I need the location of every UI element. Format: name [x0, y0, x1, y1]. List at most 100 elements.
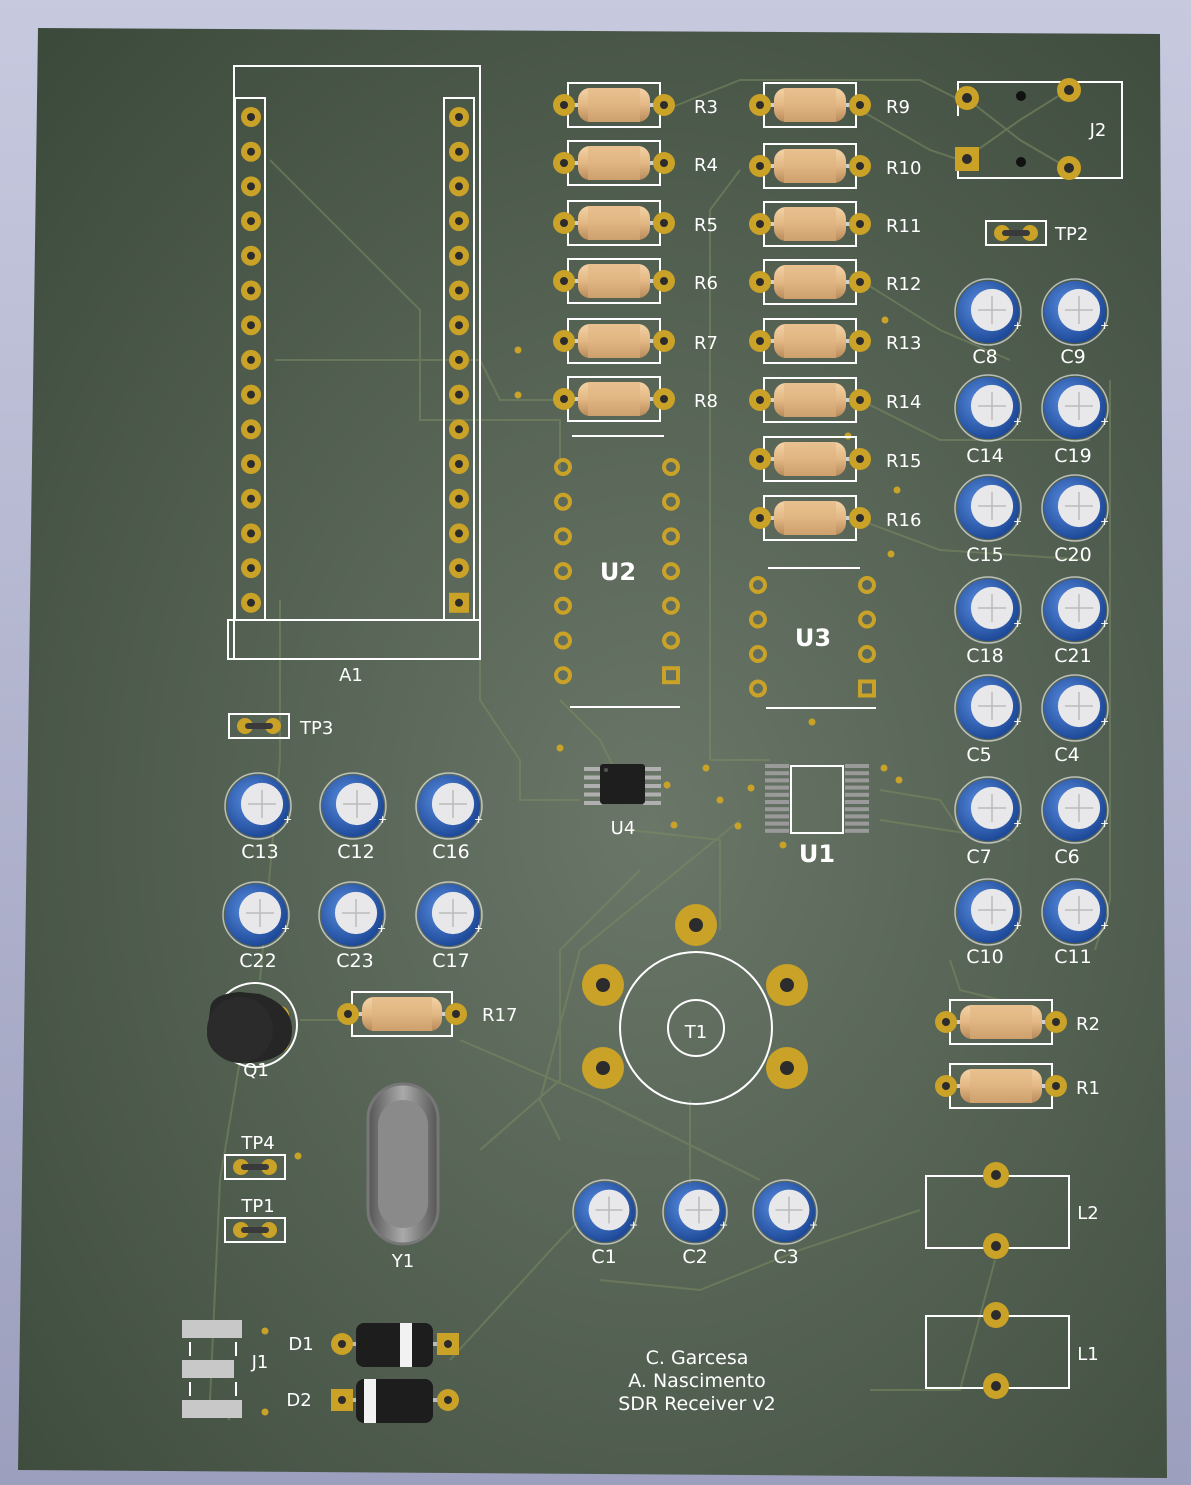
plus-mark: + — [1013, 919, 1022, 932]
label-r17: R17 — [482, 1005, 517, 1026]
capacitor-c20: +C20 — [1041, 474, 1109, 566]
capacitor-c10: + C10 — [954, 878, 1022, 968]
a1-pin — [241, 419, 261, 440]
capacitor-c16: +C16 — [415, 772, 483, 863]
a1-pin — [241, 384, 261, 405]
label-c23: C23 — [336, 950, 373, 972]
capacitor-c14: + C14 — [954, 374, 1022, 467]
label-tp4: TP4 — [240, 1133, 274, 1154]
capacitor-c22: +C22 — [222, 881, 290, 972]
capacitor-c18: +C18 — [954, 576, 1022, 667]
a1-pin — [241, 558, 261, 579]
a1-pin — [449, 211, 469, 232]
resistor-r4: R4 — [553, 140, 718, 186]
label-c12: C12 — [337, 841, 374, 863]
label-c15: C15 — [966, 544, 1003, 566]
ic-u3: U3 — [749, 567, 876, 709]
plus-mark: + — [1013, 715, 1022, 728]
ic-u2: U2 — [554, 435, 680, 708]
resistor-r15: R15 — [749, 436, 921, 482]
resistor-r14: R14 — [749, 377, 921, 423]
a1-pin — [241, 315, 261, 336]
a1-pin — [241, 245, 261, 266]
label-y1: Y1 — [391, 1251, 414, 1272]
a1-pin — [241, 176, 261, 197]
label-r13: R13 — [886, 333, 921, 354]
a1-pin — [241, 349, 261, 370]
credits-text: C. Garcesa A. Nascimento SDR Receiver v2 — [618, 1347, 776, 1415]
label-tp2: TP2 — [1054, 224, 1088, 245]
testpoint-tp4: TP4 — [224, 1133, 286, 1180]
connector-j2: J2 — [955, 78, 1123, 180]
connector-j1: J1 — [182, 1320, 268, 1418]
resistor-r6: R6 — [553, 258, 718, 304]
resistor-r7: R7 — [553, 318, 718, 364]
plus-mark: + — [1013, 415, 1022, 428]
label-c2: C2 — [682, 1246, 707, 1268]
capacitor-c23: +C23 — [318, 881, 386, 972]
plus-mark: + — [1100, 319, 1109, 332]
label-r6: R6 — [694, 273, 718, 294]
label-r8: R8 — [694, 391, 718, 412]
plus-mark: + — [809, 1219, 818, 1232]
label-d2: D2 — [286, 1390, 311, 1411]
credit-line-1: C. Garcesa — [646, 1347, 749, 1369]
resistor-r9: R9 — [749, 82, 910, 128]
inductor-l1: L1 — [925, 1302, 1099, 1399]
a1-pin — [449, 176, 469, 197]
a1-pin — [241, 141, 261, 162]
plus-mark: + — [1013, 617, 1022, 630]
label-tp3: TP3 — [299, 718, 333, 739]
ic-u4: U4 — [584, 764, 661, 839]
label-c10: C10 — [966, 946, 1003, 968]
u2-pins — [554, 458, 680, 685]
vias — [261, 316, 903, 1416]
plus-mark: + — [281, 922, 290, 935]
plus-mark: + — [474, 922, 483, 935]
resistor-r17: R17 — [337, 991, 517, 1037]
pcb-substrate — [18, 28, 1167, 1478]
label-c5: C5 — [966, 744, 991, 766]
plus-mark: + — [1013, 817, 1022, 830]
plus-mark: + — [1100, 919, 1109, 932]
label-r1: R1 — [1076, 1078, 1100, 1099]
label-c4: C4 — [1054, 744, 1079, 766]
capacitor-c9: + C9 — [1041, 278, 1109, 368]
ic-u1: U1 — [765, 764, 869, 868]
a1-pin — [449, 454, 469, 474]
label-r12: R12 — [886, 274, 921, 295]
plus-mark: + — [1100, 617, 1109, 630]
label-c16: C16 — [432, 841, 469, 863]
label-c20: C20 — [1054, 544, 1091, 566]
resistor-r16: R16 — [749, 495, 921, 541]
label-r14: R14 — [886, 392, 921, 413]
a1-pin — [449, 384, 469, 405]
capacitor-c8: +C8 — [954, 278, 1022, 368]
label-u4: U4 — [611, 818, 636, 839]
transistor-q1: Q1 — [207, 982, 298, 1081]
resistor-r13: R13 — [749, 318, 921, 364]
label-r9: R9 — [886, 97, 910, 118]
transformer-t1: T1 — [582, 904, 808, 1105]
label-c6: C6 — [1054, 846, 1079, 868]
a1-pin — [449, 107, 469, 127]
label-r4: R4 — [694, 155, 718, 176]
label-c9: C9 — [1060, 346, 1085, 368]
capacitor-c12: +C12 — [319, 772, 387, 863]
a1-pin — [449, 419, 469, 440]
label-c14: C14 — [966, 445, 1003, 467]
a1-pin — [241, 280, 261, 301]
credit-line-2: A. Nascimento — [628, 1370, 766, 1392]
label-t1: T1 — [684, 1022, 707, 1043]
a1-pin — [241, 211, 261, 232]
capacitor-c2: +C2 — [662, 1179, 728, 1268]
a1-pin — [449, 349, 469, 370]
label-c3: C3 — [773, 1246, 798, 1268]
label-u1: U1 — [799, 840, 835, 868]
capacitor-c1: +C1 — [572, 1179, 638, 1268]
label-j1: J1 — [251, 1352, 269, 1373]
label-r5: R5 — [694, 215, 718, 236]
u4-leads — [584, 767, 661, 805]
